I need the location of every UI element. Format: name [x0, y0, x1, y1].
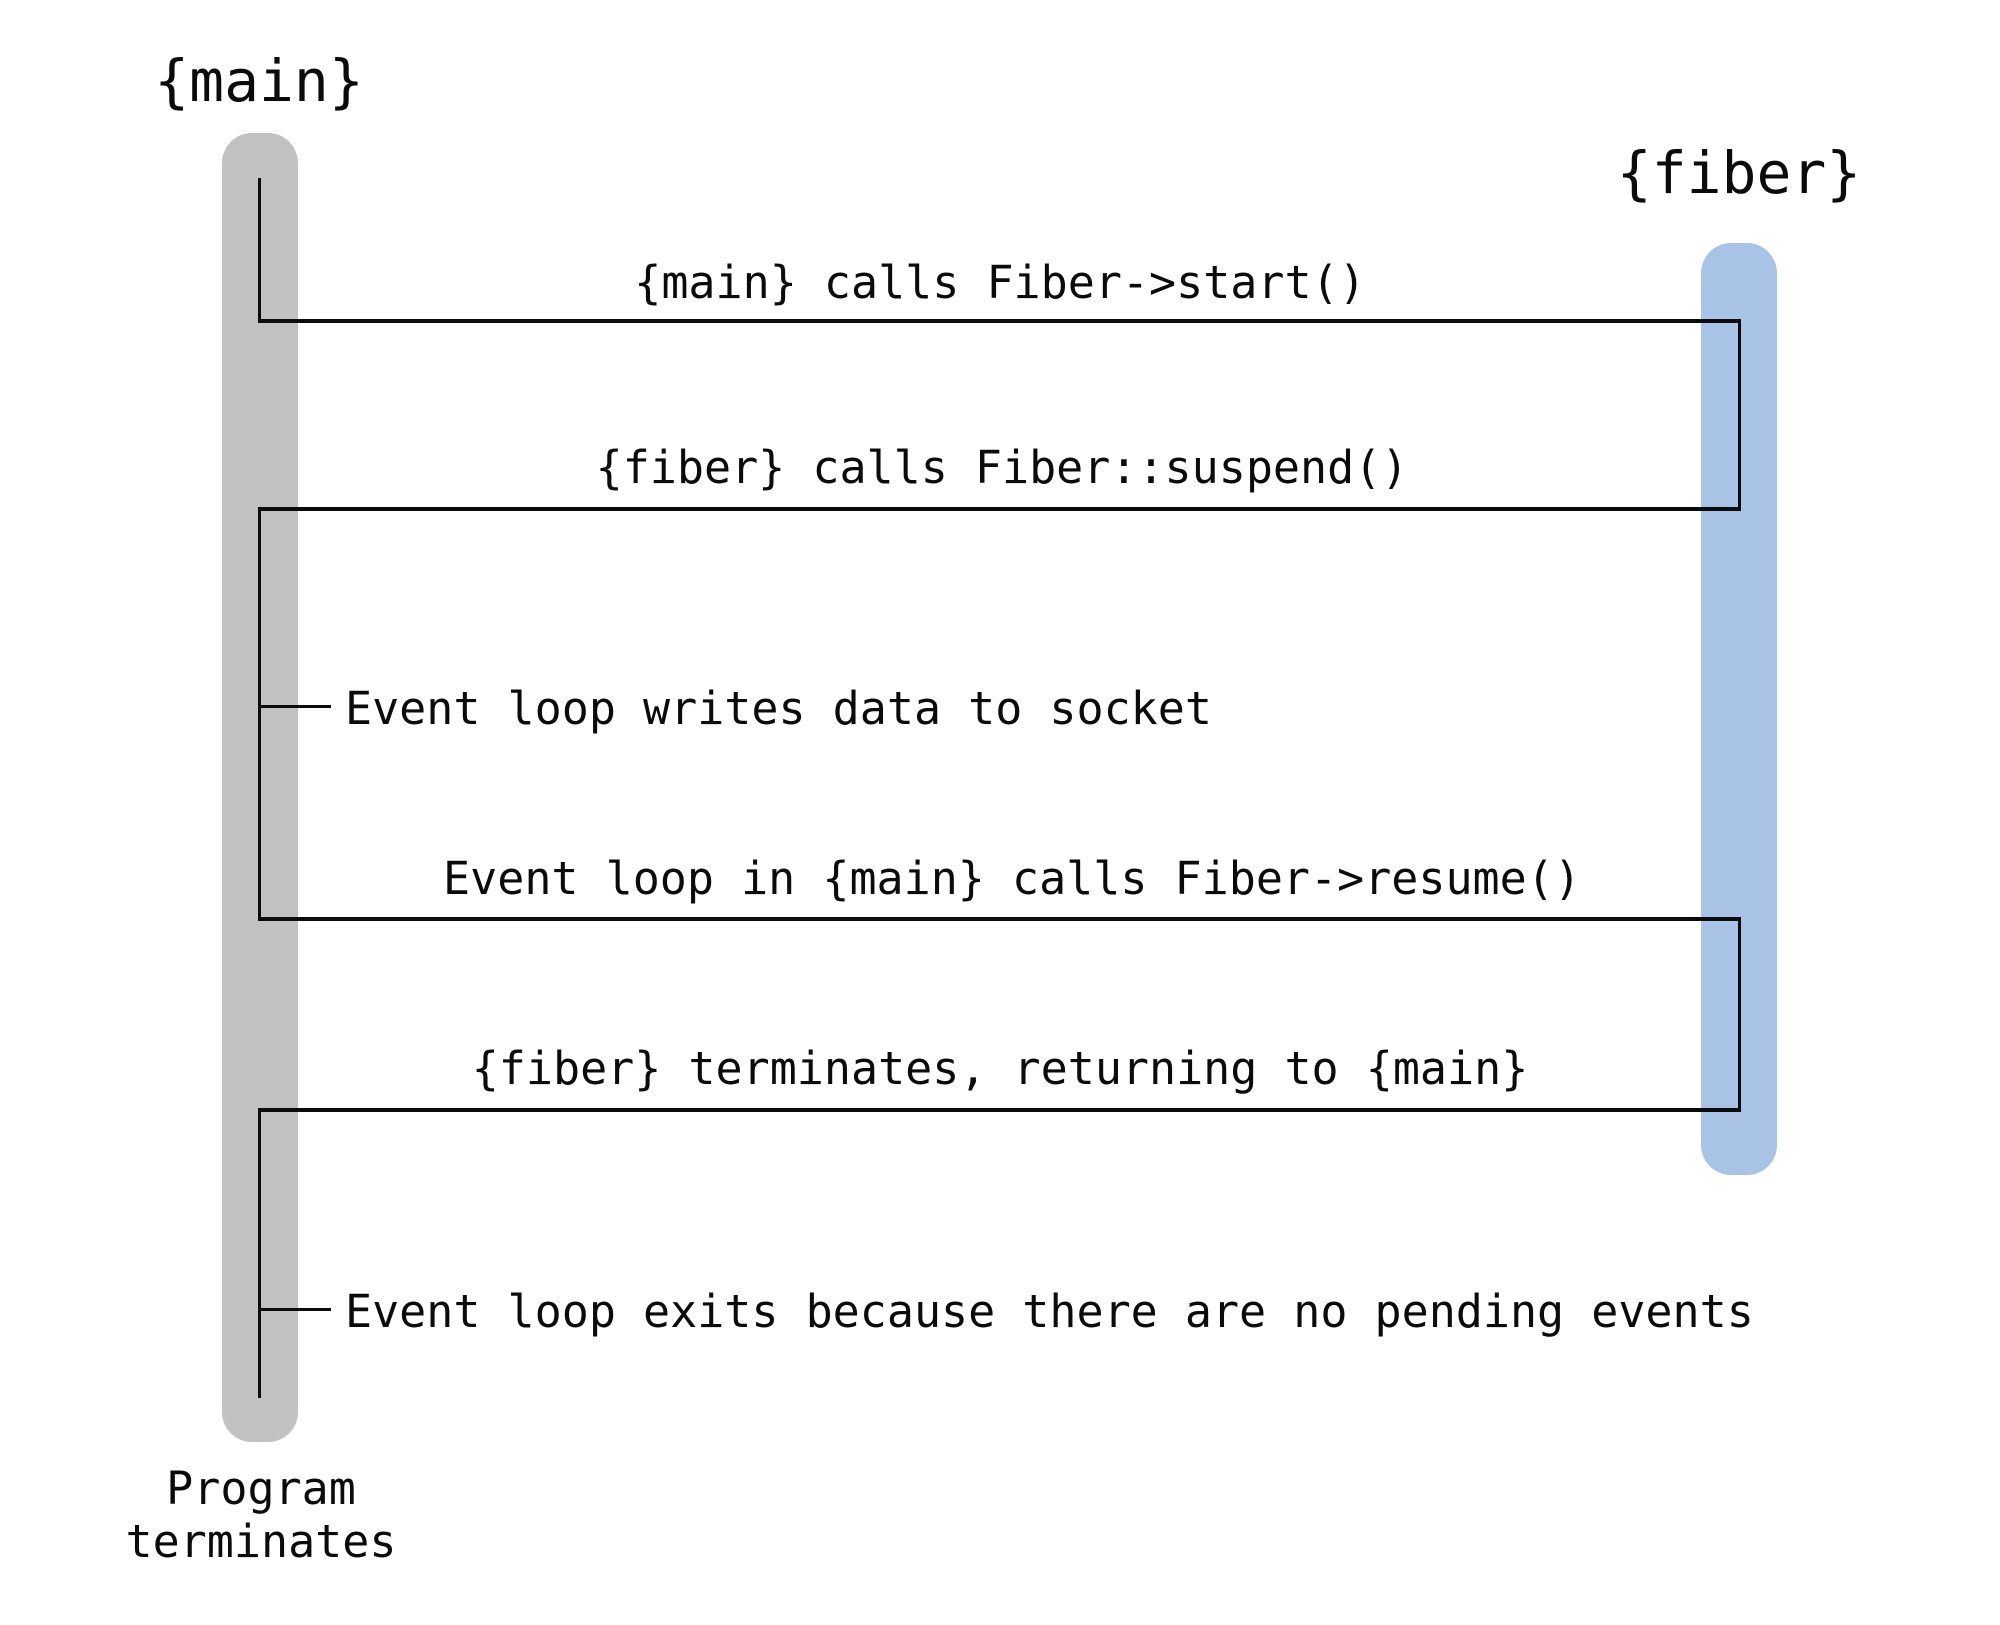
message-terminate-label: {fiber} terminates, returning to {main} — [471, 1042, 1529, 1095]
main-lifeline-segment-3 — [258, 1108, 261, 1398]
call-resume-line — [258, 917, 1741, 921]
message-start-label: {main} calls Fiber->start() — [634, 256, 1366, 309]
fiber-activation-segment-2 — [1738, 917, 1741, 1112]
program-terminates-label: Program terminates — [125, 1462, 397, 1568]
main-lifeline-segment-2 — [258, 507, 261, 921]
note-tick-exit — [258, 1308, 331, 1311]
main-lifeline-segment-1 — [258, 178, 261, 323]
fiber-lane-title: {fiber} — [1616, 139, 1862, 207]
suspend-return-line — [258, 507, 1741, 511]
main-lane-title: {main} — [154, 47, 364, 115]
message-resume-label: Event loop in {main} calls Fiber->resume… — [443, 852, 1581, 905]
fiber-activation-segment-1 — [1738, 319, 1741, 511]
note-tick-socket — [258, 705, 331, 708]
note-socket-label: Event loop writes data to socket — [345, 682, 1212, 735]
call-start-line — [258, 319, 1741, 323]
note-exit-label: Event loop exits because there are no pe… — [345, 1285, 1754, 1338]
message-suspend-label: {fiber} calls Fiber::suspend() — [595, 441, 1409, 494]
terminate-return-line — [258, 1108, 1741, 1112]
